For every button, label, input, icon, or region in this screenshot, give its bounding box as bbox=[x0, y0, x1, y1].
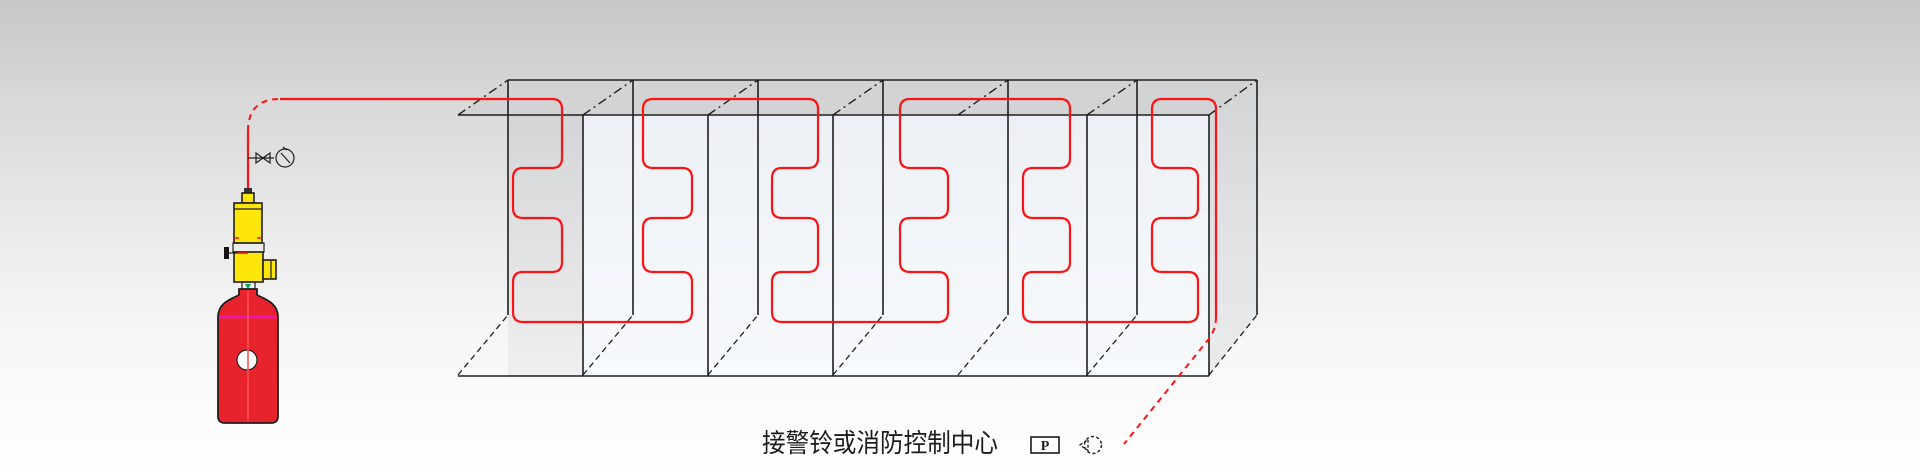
detection-tubing bbox=[246, 97, 1218, 445]
valve-top-cap bbox=[244, 188, 252, 194]
valve-green-mark bbox=[245, 284, 251, 289]
cabinet-open-bay bbox=[508, 115, 583, 376]
cylinder-label-circle bbox=[236, 349, 258, 371]
cabinet-glass-front bbox=[583, 115, 1209, 376]
tube-bend-dashed bbox=[247, 98, 281, 132]
caption-text: 接警铃或消防控制中心 bbox=[762, 428, 998, 458]
cabinet-row bbox=[457, 79, 1258, 377]
cabinet-top-face bbox=[458, 80, 1257, 115]
alarm-bell-icon bbox=[1078, 435, 1103, 455]
valve-top-nub bbox=[241, 192, 255, 204]
gauge-needle bbox=[280, 152, 291, 164]
gauge-valve-icon bbox=[255, 151, 271, 165]
partition-depth-edges bbox=[457, 79, 1258, 376]
tube-to-alarm-dashed bbox=[1123, 316, 1217, 445]
cabinet-right-face bbox=[1209, 80, 1257, 376]
pressure-switch-symbol: P bbox=[1030, 436, 1060, 454]
gas-cylinder bbox=[217, 288, 279, 424]
valve-body bbox=[233, 251, 264, 283]
gauge-pin bbox=[282, 146, 288, 151]
caption-group: 接警铃或消防控制中心 P bbox=[762, 428, 1103, 458]
valve-lever-handle bbox=[224, 247, 229, 259]
pressure-gauge-assembly bbox=[248, 146, 295, 168]
container-valve bbox=[224, 188, 277, 290]
pressure-switch-label: P bbox=[1041, 439, 1050, 454]
valve-side-port bbox=[262, 259, 277, 280]
valve-actuator bbox=[233, 202, 263, 244]
tube-serpentine bbox=[280, 97, 1218, 324]
